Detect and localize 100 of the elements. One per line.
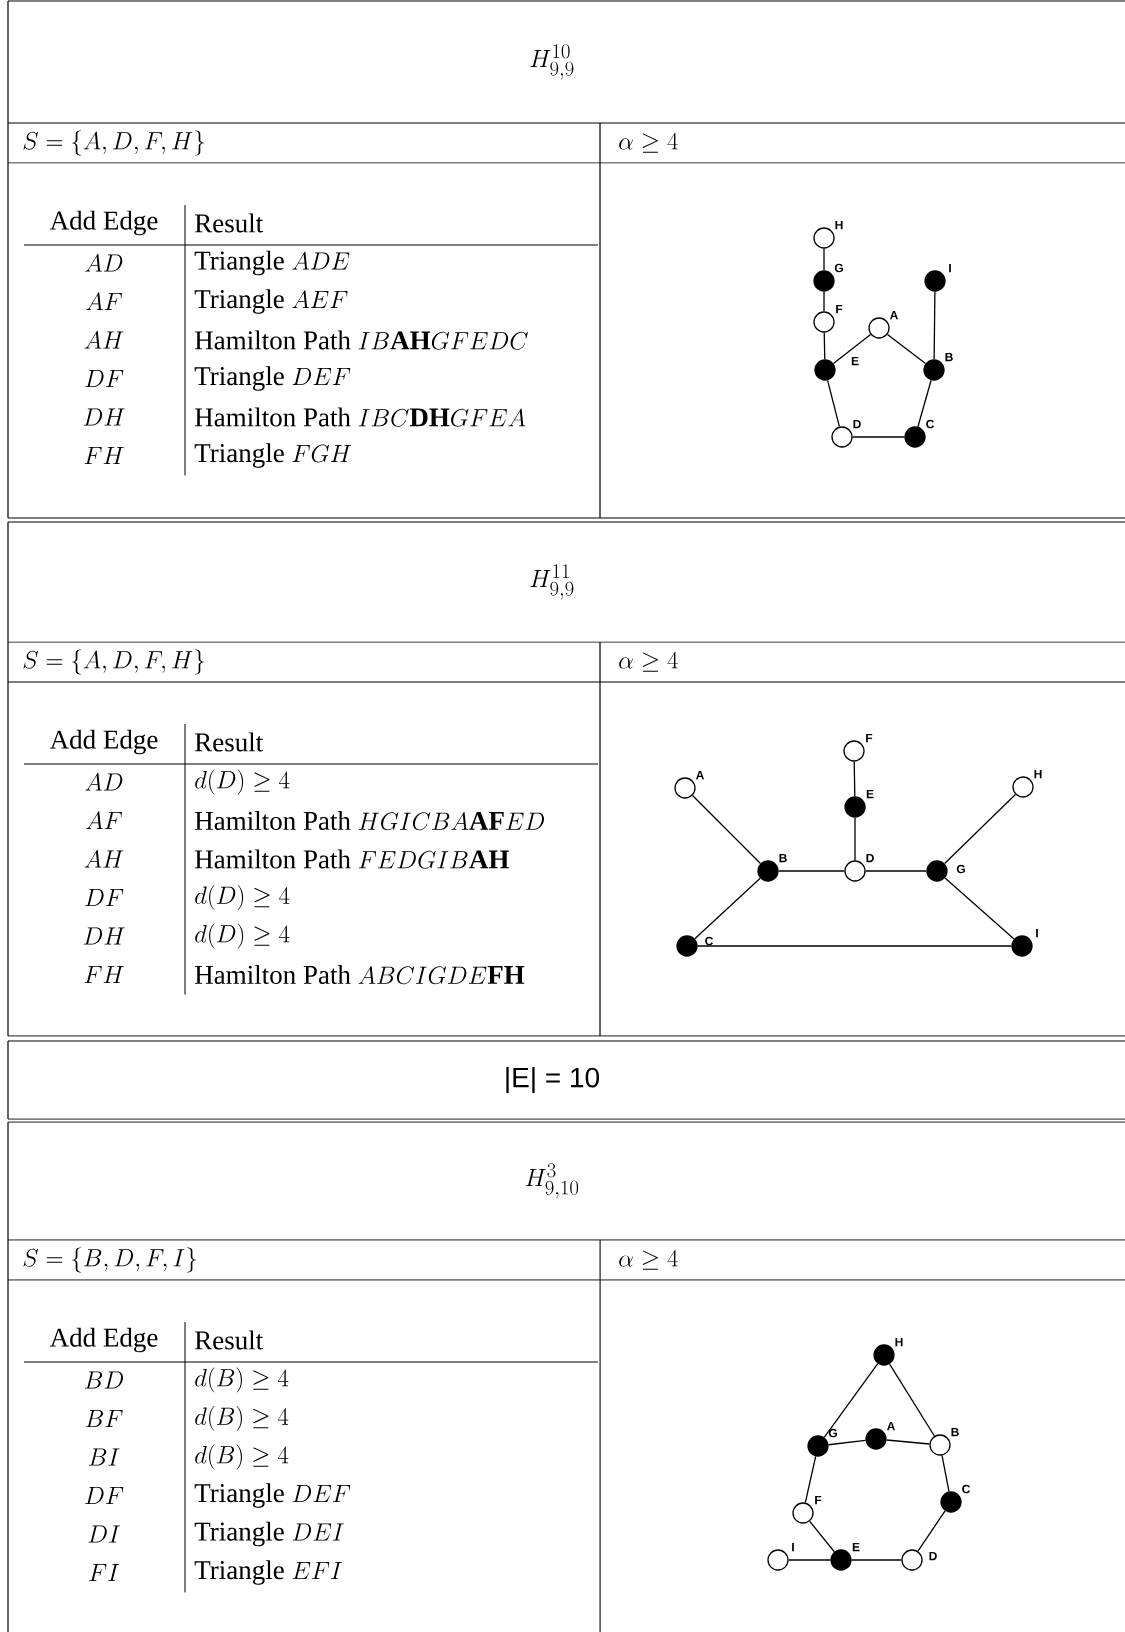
edge-pair: $AF$ bbox=[86, 811, 122, 829]
graph-edge bbox=[851, 1559, 902, 1561]
edge-pair: $DF$ bbox=[85, 889, 124, 906]
column-header: Add Edge bbox=[49, 210, 158, 236]
graph-edge bbox=[865, 870, 927, 872]
result-text: $\text{Hamilton Path }HGICBA\mathbf{AF}ED$ bbox=[195, 811, 544, 831]
count-label: |E| = 10 bbox=[506, 1066, 600, 1094]
edge-pair: $FH$ bbox=[84, 966, 124, 983]
edge-pair: $AH$ bbox=[84, 330, 124, 349]
vertex-label: G bbox=[828, 1428, 837, 1438]
result-text: $\text{Hamilton Path }FEDGIB\mathbf{AH}$ bbox=[195, 849, 509, 869]
vertex-label: F bbox=[866, 733, 873, 743]
edge-pair: $DH$ bbox=[83, 408, 125, 426]
graph-edge bbox=[941, 1454, 950, 1493]
vertex-label: C bbox=[926, 419, 934, 429]
edge-pair: $FH$ bbox=[84, 447, 124, 464]
result-text: $\text{Triangle }ADE$ bbox=[194, 250, 350, 276]
vertex-label: A bbox=[695, 770, 704, 780]
graph-edge bbox=[823, 1363, 879, 1439]
column-header: Result bbox=[195, 1330, 264, 1350]
set-label: $S = \{B,D,F,I\}$ bbox=[23, 1247, 196, 1273]
heading: $H^{10}_{9,9}$ bbox=[530, 44, 574, 80]
result-text: $d(B) \geq 4$ bbox=[195, 1406, 289, 1431]
vertex-label: G bbox=[834, 263, 843, 273]
result-text: $\text{Triangle }DEI$ bbox=[194, 1521, 344, 1547]
graph-edge bbox=[804, 1455, 817, 1504]
edge-pair: $DF$ bbox=[85, 1487, 124, 1504]
graph-edge bbox=[944, 793, 1017, 865]
result-text: $\text{Hamilton Path }IB\mathbf{AH}GFEDC$ bbox=[195, 330, 528, 350]
set-label: $S = \{A,D,F,H\}$ bbox=[23, 130, 204, 156]
result-text: $\text{Triangle }DEF$ bbox=[194, 1483, 351, 1508]
graph-edge bbox=[917, 379, 932, 428]
graph-edge bbox=[886, 333, 927, 365]
vertex-label: F bbox=[836, 304, 843, 314]
edge-pair: $DF$ bbox=[85, 370, 124, 387]
edge-pair: $BD$ bbox=[84, 1371, 123, 1389]
edge-pair: $FI$ bbox=[89, 1564, 120, 1581]
heading: $H^{11}_{9,9}$ bbox=[530, 564, 574, 600]
graph-edge bbox=[694, 877, 761, 940]
column-header: Result bbox=[195, 732, 264, 752]
graph-edge bbox=[885, 1439, 931, 1445]
graph-edge bbox=[809, 1520, 835, 1553]
vertex-label: E bbox=[851, 356, 859, 366]
result-text: $\text{Triangle }AEF$ bbox=[194, 289, 348, 314]
result-text: $\text{Hamilton Path }ABCIGDE\mathbf{FH}$ bbox=[195, 965, 525, 985]
vertex-label: A bbox=[886, 1421, 895, 1431]
graph-edge bbox=[889, 1363, 936, 1437]
result-text: $d(D) \geq 4$ bbox=[195, 885, 290, 910]
bound-label: $\alpha \geq 4$ bbox=[619, 1249, 678, 1270]
edge-pair: $AF$ bbox=[86, 292, 122, 310]
vertex-label: D bbox=[853, 419, 861, 429]
vertex-label: I bbox=[1036, 928, 1038, 938]
graph-edge bbox=[823, 291, 825, 312]
bound-label: $\alpha \geq 4$ bbox=[619, 132, 678, 153]
graph-edge bbox=[827, 379, 841, 428]
graph-edge bbox=[917, 1510, 946, 1552]
vertex-label: B bbox=[951, 1427, 959, 1437]
heading: $H^{3}_{9,10}$ bbox=[525, 1163, 579, 1199]
column-header: Add Edge bbox=[49, 729, 158, 755]
edge-pair: $AH$ bbox=[84, 849, 124, 868]
vertex-label: H bbox=[1034, 769, 1042, 779]
result-text: $d(D) \geq 4$ bbox=[195, 769, 290, 795]
graph-edge bbox=[933, 291, 936, 360]
edge-pair: $DH$ bbox=[83, 927, 125, 945]
edge-pair: $BI$ bbox=[88, 1448, 120, 1466]
vertex-label: I bbox=[792, 1542, 794, 1552]
vertex-label: D bbox=[929, 1551, 937, 1561]
vertex-label: D bbox=[866, 853, 874, 863]
result-text: $\text{Triangle }DEF$ bbox=[194, 366, 351, 391]
graph-edge bbox=[691, 794, 762, 865]
edge-pair: $DI$ bbox=[88, 1525, 121, 1543]
column-header: Result bbox=[195, 213, 264, 233]
result-text: $\text{Triangle }FGH$ bbox=[194, 443, 352, 468]
result-text: $\text{Hamilton Path }IBC\mathbf{DH}GFEA$ bbox=[195, 407, 526, 427]
result-text: $d(D) \geq 4$ bbox=[195, 923, 290, 949]
vertex-label: G bbox=[956, 864, 965, 874]
bound-label: $\alpha \geq 4$ bbox=[619, 651, 678, 672]
vertex-label: I bbox=[949, 263, 951, 273]
vertex-label: B bbox=[945, 352, 953, 362]
graph-edge bbox=[697, 945, 1012, 947]
graph-edge bbox=[854, 817, 856, 861]
vertex-label: H bbox=[835, 220, 843, 230]
column-header: Add Edge bbox=[49, 1327, 158, 1353]
vertex-label: C bbox=[705, 936, 713, 946]
vertex-label: B bbox=[779, 853, 787, 863]
result-text: $\text{Triangle }EFI$ bbox=[194, 1560, 343, 1585]
graph-edge bbox=[944, 877, 1015, 940]
set-label: $S = \{A,D,F,H\}$ bbox=[23, 649, 204, 675]
vertex-label: H bbox=[895, 1337, 903, 1347]
edge-pair: $AD$ bbox=[85, 772, 123, 791]
edge-pair: $AD$ bbox=[85, 253, 123, 272]
result-text: $d(B) \geq 4$ bbox=[195, 1444, 289, 1470]
vertex-label: F bbox=[815, 1495, 822, 1505]
graph-edge bbox=[778, 870, 845, 872]
vertex-label: C bbox=[962, 1484, 970, 1494]
vertex-label: A bbox=[889, 310, 898, 320]
edge-pair: $BF$ bbox=[85, 1410, 123, 1427]
graph-edge bbox=[788, 1559, 831, 1561]
graph-edge bbox=[827, 1439, 867, 1446]
graph-edge bbox=[823, 248, 825, 271]
